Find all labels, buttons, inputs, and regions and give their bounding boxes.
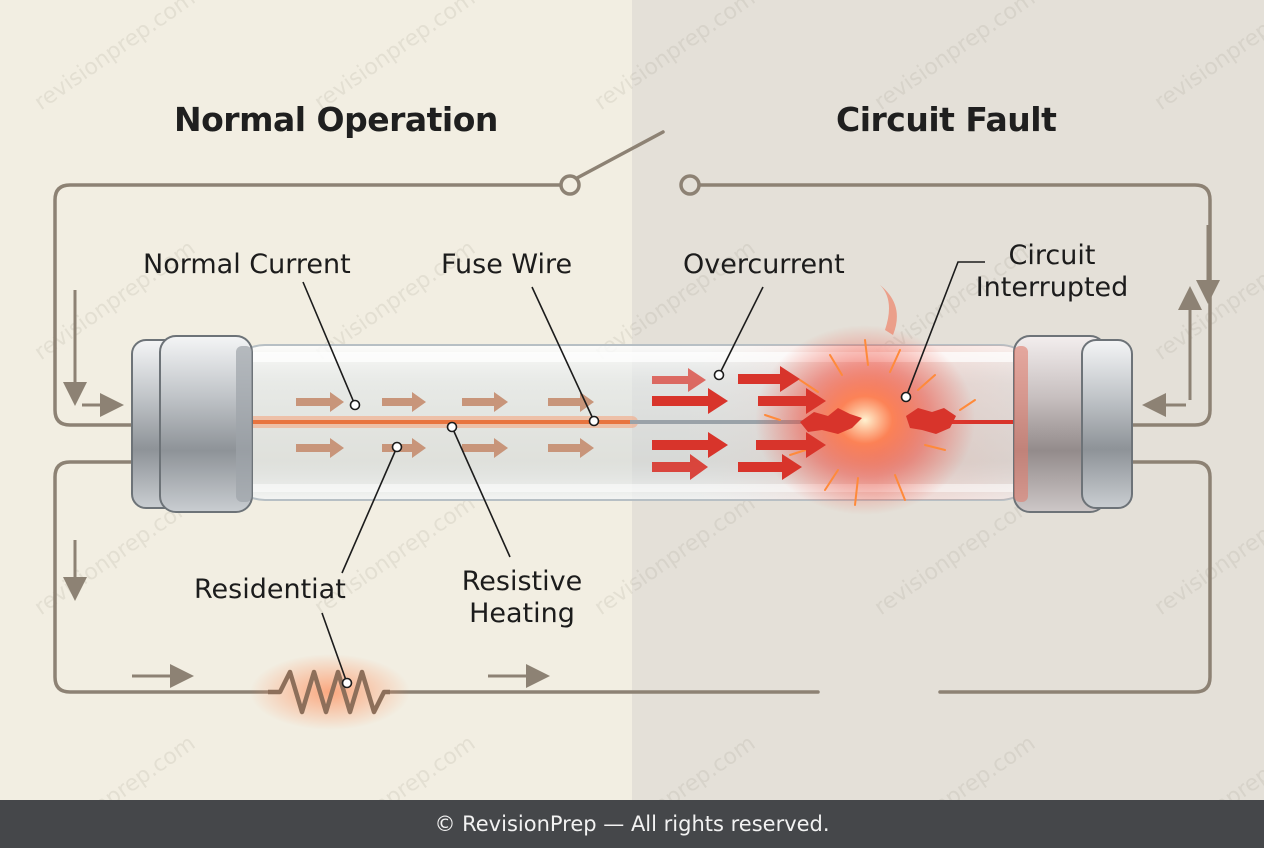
resistive-heating-label: Resistive Heating bbox=[442, 566, 602, 630]
fuse-circuit-drawing bbox=[53, 130, 1220, 730]
residential-label: Residentiat bbox=[194, 574, 346, 605]
normal-current-label: Normal Current bbox=[143, 249, 351, 280]
copyright-text: © RevisionPrep — All rights reserved. bbox=[434, 812, 830, 836]
normal-current-arrows bbox=[296, 392, 594, 458]
circuit-fault-heading: Circuit Fault bbox=[836, 100, 1057, 139]
circuit-interrupted-line-1: Circuit bbox=[1008, 240, 1096, 271]
leader-dots bbox=[341, 369, 912, 689]
overcurrent-label: Overcurrent bbox=[683, 249, 845, 280]
fault-burst bbox=[755, 285, 976, 515]
overcurrent-arrows bbox=[652, 366, 826, 480]
normal-operation-heading: Normal Operation bbox=[174, 100, 498, 139]
fuse-wire-label: Fuse Wire bbox=[441, 249, 573, 280]
circuit-interrupted-label: Circuit Interrupted bbox=[972, 240, 1132, 304]
current-direction-arrows bbox=[63, 225, 1220, 688]
circuit-wire bbox=[53, 130, 1212, 694]
copyright-footer: © RevisionPrep — All rights reserved. bbox=[0, 800, 1264, 848]
switch-contacts bbox=[559, 174, 701, 196]
left-end-cap bbox=[131, 335, 253, 513]
resistor bbox=[250, 654, 410, 730]
resistive-heating-line-1: Resistive bbox=[461, 566, 583, 597]
right-end-cap bbox=[1013, 335, 1133, 513]
circuit-interrupted-line-2: Interrupted bbox=[975, 272, 1129, 303]
leader-lines bbox=[302, 261, 985, 684]
resistive-heating-line-2: Heating bbox=[469, 598, 575, 629]
